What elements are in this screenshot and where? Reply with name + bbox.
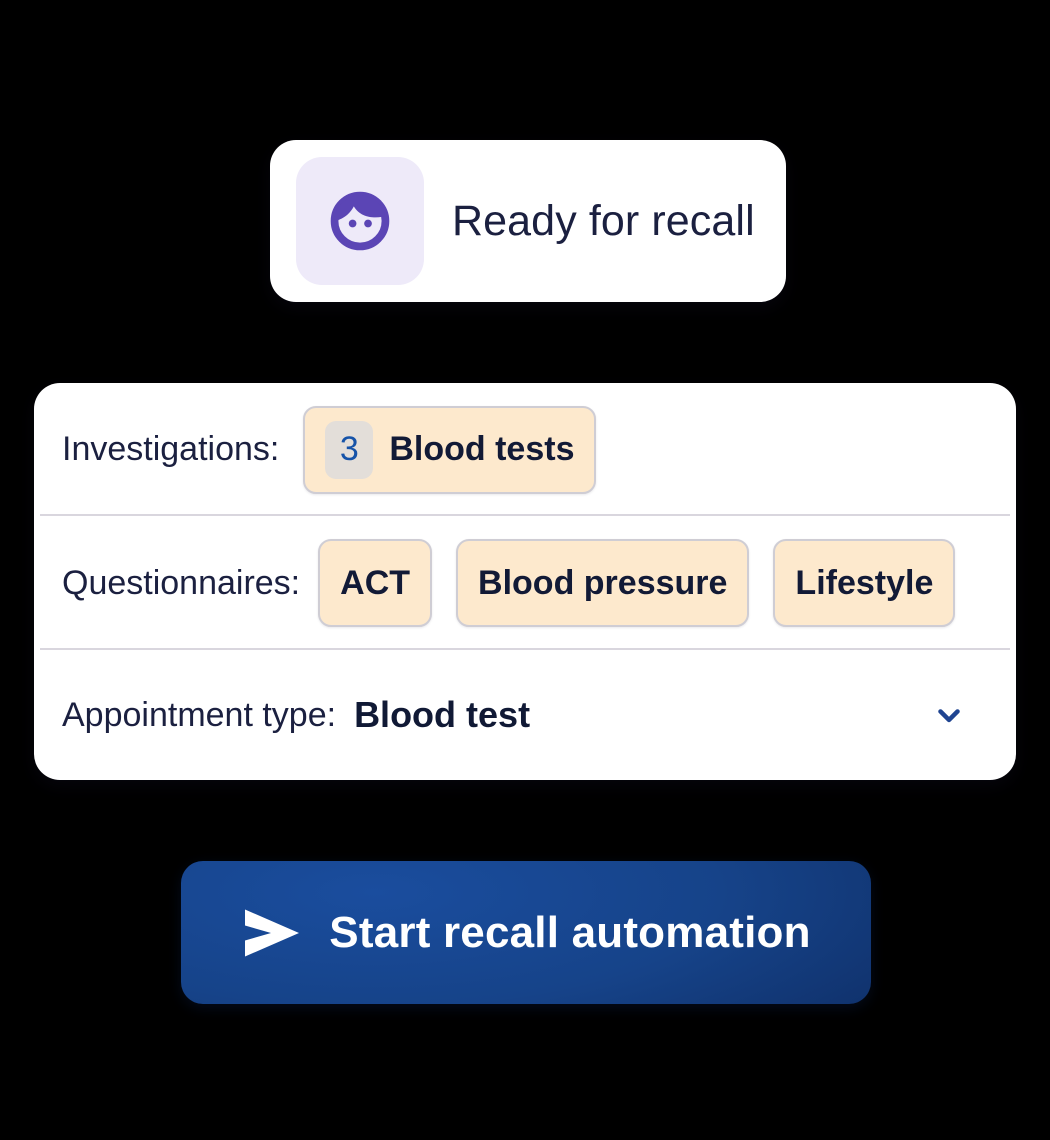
questionnaire-chip-label: Lifestyle: [795, 563, 934, 602]
questionnaires-row: Questionnaires: ACT Blood pressure Lifes…: [34, 516, 1016, 650]
questionnaire-chip-blood-pressure[interactable]: Blood pressure: [456, 539, 750, 627]
investigation-chip-blood-tests[interactable]: 3 Blood tests: [303, 405, 597, 494]
status-card: Ready for recall: [270, 140, 786, 302]
person-avatar-icon: [323, 184, 397, 258]
investigation-chip-count: 3: [325, 420, 374, 479]
chevron-down-icon[interactable]: [932, 698, 966, 732]
appointment-type-label: Appointment type:: [62, 695, 337, 734]
questionnaire-chip-label: ACT: [340, 563, 411, 602]
investigations-chip-group: 3 Blood tests: [303, 405, 597, 494]
questionnaire-chip-lifestyle[interactable]: Lifestyle: [773, 539, 956, 627]
investigations-row: Investigations: 3 Blood tests: [34, 383, 1016, 516]
appointment-type-value: Blood test: [354, 694, 531, 735]
status-label: Ready for recall: [452, 196, 755, 245]
questionnaires-label: Questionnaires:: [62, 563, 301, 602]
start-recall-automation-button[interactable]: Start recall automation: [181, 861, 871, 1004]
questionnaire-chip-act[interactable]: ACT: [318, 539, 433, 627]
send-icon: [241, 906, 303, 960]
questionnaires-chip-group: ACT Blood pressure Lifestyle: [318, 539, 956, 627]
start-recall-automation-label: Start recall automation: [329, 907, 811, 957]
recall-detail-card: Investigations: 3 Blood tests Questionna…: [34, 383, 1016, 780]
investigation-chip-label: Blood tests: [389, 430, 575, 468]
investigations-label: Investigations:: [62, 430, 280, 468]
questionnaire-chip-label: Blood pressure: [478, 563, 728, 602]
appointment-type-dropdown[interactable]: Appointment type: Blood test: [34, 650, 1016, 780]
avatar-tile: [296, 157, 424, 285]
